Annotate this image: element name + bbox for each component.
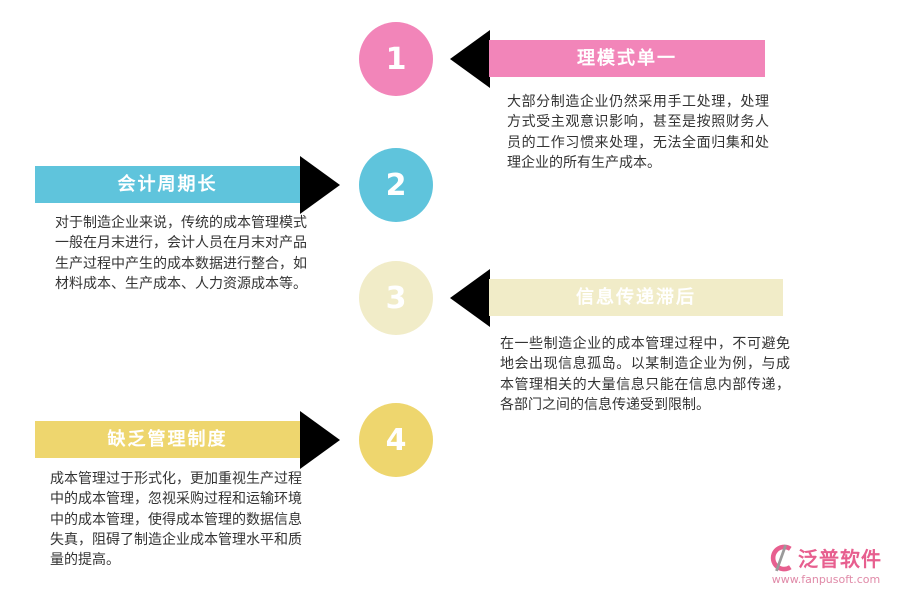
step-banner-3: 信息传递滞后 bbox=[489, 279, 783, 316]
arrow-left-icon bbox=[450, 30, 490, 88]
step-title: 缺乏管理制度 bbox=[107, 429, 228, 450]
step-title: 信息传递滞后 bbox=[576, 287, 696, 308]
step-number: 1 bbox=[385, 41, 407, 77]
fanpu-logo: 泛普软件 www.fanpusoft.com bbox=[770, 543, 882, 586]
step-circle-1: 1 bbox=[359, 22, 433, 96]
step-body-2: 对于制造企业来说，传统的成本管理模式一般在月末进行，会计人员在月末对产品生产过程… bbox=[55, 215, 307, 292]
step-banner-1: 理模式单一 bbox=[489, 40, 765, 77]
fanpu-logo-icon bbox=[770, 544, 794, 572]
step-body-3: 在一些制造企业的成本管理过程中，不可避免地会出现信息孤岛。以某制造企业为例，与成… bbox=[500, 336, 790, 413]
step-number: 4 bbox=[385, 422, 407, 458]
logo-text: 泛普软件 bbox=[798, 547, 882, 571]
step-circle-4: 4 bbox=[359, 403, 433, 477]
step-number: 3 bbox=[385, 280, 407, 316]
arrow-right-icon bbox=[300, 411, 340, 469]
step-body-4: 成本管理过于形式化，更加重视生产过程中的成本管理，忽视采购过程和运输环境中的成本… bbox=[50, 471, 302, 569]
arrow-right-icon bbox=[300, 156, 340, 214]
arrow-left-icon bbox=[450, 269, 490, 327]
step-circle-3: 3 bbox=[359, 261, 433, 335]
step-banner-4: 缺乏管理制度 bbox=[35, 421, 300, 458]
logo-website: www.fanpusoft.com bbox=[771, 573, 881, 586]
step-number: 2 bbox=[385, 167, 407, 203]
step-circle-2: 2 bbox=[359, 148, 433, 222]
step-banner-2: 会计周期长 bbox=[35, 166, 300, 203]
step-title: 会计周期长 bbox=[117, 174, 218, 195]
step-body-1: 大部分制造企业仍然采用手工处理，处理方式受主观意识影响，甚至是按照财务人员的工作… bbox=[507, 94, 769, 171]
step-title: 理模式单一 bbox=[577, 48, 677, 69]
